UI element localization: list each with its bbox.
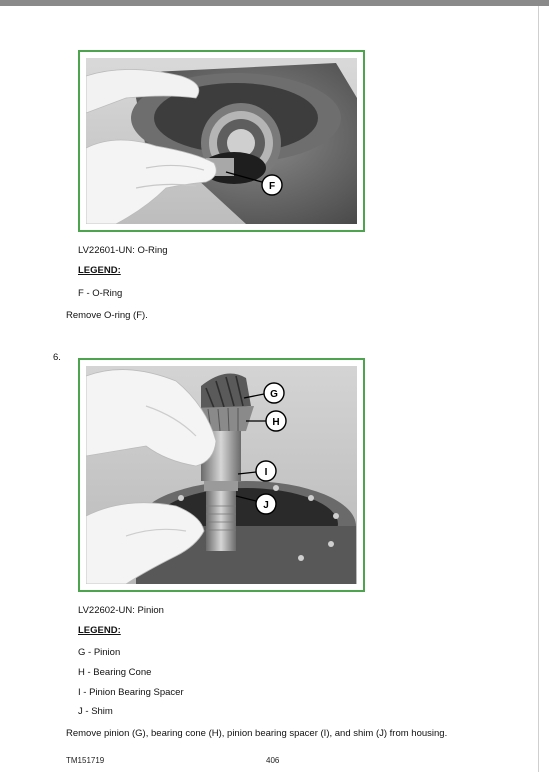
figure-o-ring: F [78, 50, 365, 232]
callout-f-circle [261, 174, 283, 196]
figure2-legend-item: G - Pinion [78, 647, 121, 658]
figure-pinion: G H I J [78, 358, 365, 592]
figure1-caption: LV22601-UN: O-Ring [78, 245, 168, 256]
callout-j-label: J [263, 500, 269, 511]
step6-instruction: Remove pinion (G), bearing cone (H), pin… [66, 728, 448, 739]
callout-j: J [235, 493, 277, 515]
callout-g: G [243, 382, 285, 404]
page-top-bar [0, 0, 549, 6]
figure2-legend-item: J - Shim [78, 706, 113, 717]
callout-i: I [237, 460, 277, 482]
step-number: 6. [53, 352, 61, 363]
footer-page-number: 406 [266, 756, 280, 765]
figure1-legend-item: F - O-Ring [78, 288, 123, 299]
callout-g-label: G [270, 389, 278, 400]
callout-i-label: I [265, 467, 268, 478]
callout-h-label: H [272, 417, 279, 428]
callout-f-leader [225, 171, 263, 183]
pinion-photo: G H I J [86, 366, 357, 584]
footer-doc-id: TM151719 [66, 756, 105, 765]
callout-h: H [246, 410, 287, 432]
figure2-legend-item: H - Bearing Cone [78, 667, 152, 678]
figure1-legend-heading: LEGEND: [78, 265, 121, 276]
page-right-edge [538, 6, 539, 772]
figure2-legend-item: I - Pinion Bearing Spacer [78, 687, 184, 698]
figure2-legend-heading: LEGEND: [78, 625, 121, 636]
figure1-instruction: Remove O-ring (F). [66, 310, 148, 321]
figure2-caption: LV22602-UN: Pinion [78, 605, 164, 616]
callout-f-label: F [269, 181, 275, 192]
o-ring-photo: F [86, 58, 357, 224]
